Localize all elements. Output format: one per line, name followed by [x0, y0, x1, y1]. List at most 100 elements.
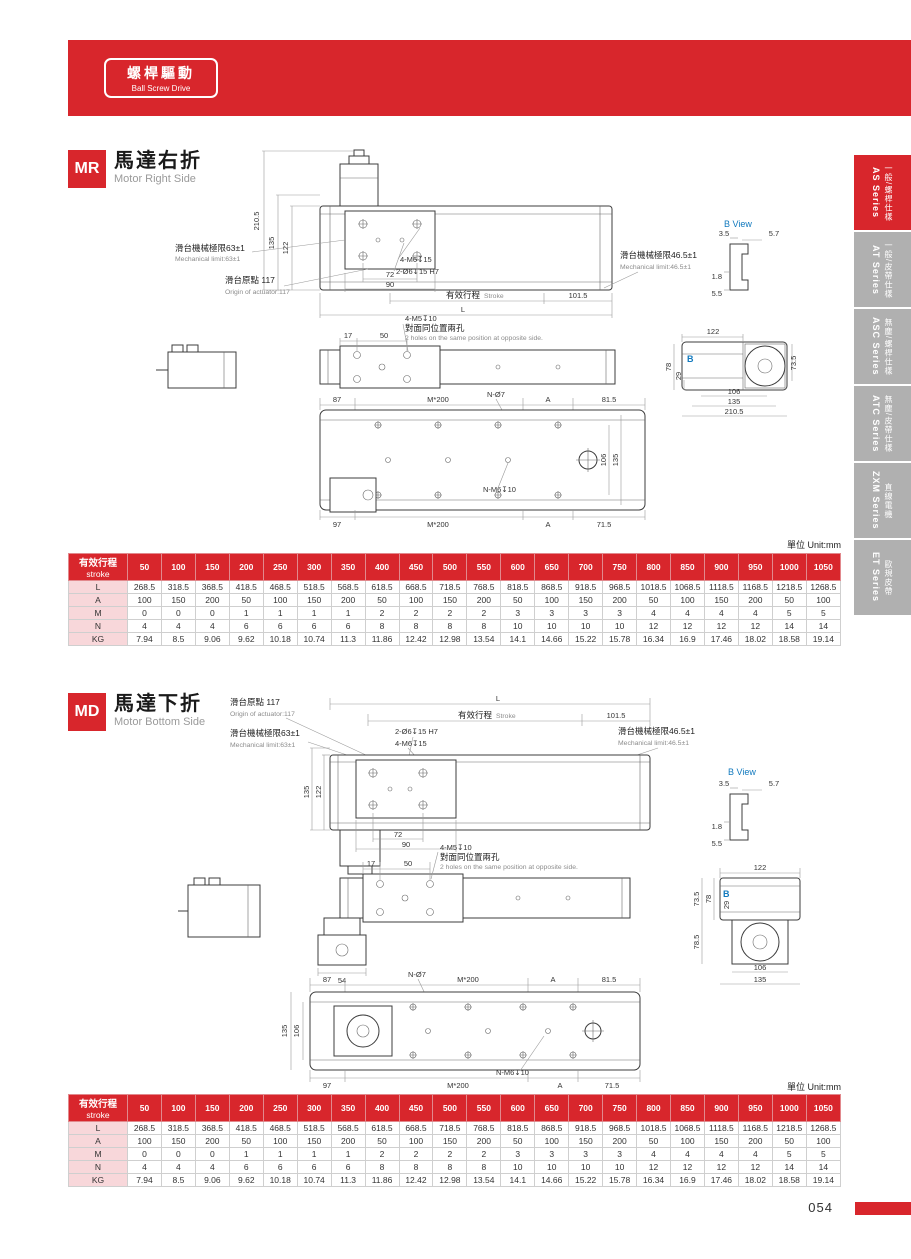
md-dim-135: 135 — [302, 786, 311, 799]
value-cell: 1268.5 — [805, 580, 842, 594]
md-b-dim-5-5: 5.5 — [712, 839, 722, 848]
md-b-dim-3-5: 3.5 — [719, 779, 729, 788]
value-cell: 8 — [466, 619, 502, 633]
stroke-col-header: 250 — [262, 553, 298, 581]
value-cell: 3 — [500, 1147, 536, 1161]
tab-label-en: ATC Series — [871, 394, 881, 453]
sidebar-tab-as-series[interactable]: 一般/螺桿仕樣 AS Series — [854, 155, 911, 230]
value-cell: 16.9 — [670, 1173, 705, 1187]
value-cell: 1268.5 — [805, 1121, 842, 1135]
mr-bv-n-o7: N-Ø7 — [487, 390, 505, 399]
value-cell: 200 — [194, 593, 230, 607]
mr-ev-122: 122 — [707, 327, 720, 336]
mr-ev-73-5: 73.5 — [789, 356, 798, 371]
md-front-view: 135 122 72 90 — [302, 747, 651, 875]
value-cell: 100 — [670, 593, 705, 607]
stroke-col-header: 50 — [127, 553, 162, 581]
value-cell: 2 — [364, 606, 400, 620]
value-cell: 17.46 — [703, 1173, 739, 1187]
value-cell: 918.5 — [568, 580, 604, 594]
value-cell: 4 — [636, 606, 671, 620]
value-cell: 1018.5 — [636, 580, 671, 594]
value-cell: 2 — [432, 1147, 468, 1161]
sidebar-tab-atc-series[interactable]: 無塵/皮帶仕樣 ATC Series — [854, 386, 911, 461]
sidebar-tab-zxm-series[interactable]: 直線電機 ZXM Series — [854, 463, 911, 538]
stroke-col-header: 350 — [330, 553, 366, 581]
value-cell: 16.34 — [636, 632, 671, 646]
row-label-cell: KG — [68, 1173, 128, 1187]
tab-label-zh: 一般/螺桿仕樣 — [884, 163, 893, 222]
value-cell: 8.5 — [160, 632, 196, 646]
value-cell: 468.5 — [262, 580, 298, 594]
value-cell: 10 — [568, 1160, 604, 1174]
row-label-cell: N — [68, 1160, 128, 1174]
mr-ev-29: 29 — [674, 372, 683, 380]
md-bv-81-5: 81.5 — [602, 975, 617, 984]
sidebar-tab-asc-series[interactable]: 無塵/螺桿仕樣 ASC Series — [854, 309, 911, 384]
stroke-col-header: 600 — [500, 1094, 536, 1122]
value-cell: 150 — [432, 1134, 468, 1148]
value-cell: 18.02 — [737, 1173, 773, 1187]
md-origin-en: Origin of actuator:117 — [230, 711, 295, 718]
md-dim-122: 122 — [314, 786, 323, 799]
sidebar-tab-at-series[interactable]: 一般/皮帶仕樣 AT Series — [854, 232, 911, 307]
value-cell: 3 — [500, 606, 536, 620]
stroke-col-header: 1050 — [805, 553, 842, 581]
value-cell: 10 — [568, 619, 604, 633]
row-label-cell: A — [68, 1134, 128, 1148]
md-holes-m5: 4-M5↧10 — [440, 843, 472, 852]
sidebar-tab-et-series[interactable]: 歐規皮帶 ET Series — [854, 540, 911, 615]
value-cell: 368.5 — [194, 1121, 230, 1135]
stroke-col-header: 400 — [364, 553, 400, 581]
md-bv-m200-bottom: M*200 — [447, 1081, 469, 1090]
value-cell: 1168.5 — [737, 580, 773, 594]
md-title-en: Motor Bottom Side — [114, 716, 206, 728]
mr-bottom-view: 87 M*200 N-Ø7 A 81.5 — [319, 390, 646, 529]
mr-mech-limit-63-en: Mechanical limit:63±1 — [175, 256, 241, 263]
value-cell: 10.74 — [296, 632, 332, 646]
stroke-col-header: 1000 — [771, 1094, 807, 1122]
value-cell: 568.5 — [330, 580, 366, 594]
mr-origin-en: Origin of actuator:117 — [225, 289, 290, 296]
value-cell: 468.5 — [262, 1121, 298, 1135]
tab-label-zh: 直線電機 — [884, 482, 893, 519]
value-cell: 268.5 — [127, 580, 162, 594]
value-cell: 2 — [466, 1147, 502, 1161]
md-technical-drawing: 滑台原點 117 Origin of actuator:117 L 有效行程 S… — [178, 694, 801, 1090]
value-cell: 2 — [364, 1147, 400, 1161]
stroke-col-header: 150 — [194, 553, 230, 581]
value-cell: 8 — [432, 1160, 468, 1174]
mr-motor-top-view — [156, 344, 237, 389]
mr-b-dim-3-5: 3.5 — [719, 229, 729, 238]
row-label-cell: L — [68, 1121, 128, 1135]
badge-title-en: Ball Screw Drive — [131, 84, 191, 93]
value-cell: 200 — [330, 1134, 366, 1148]
stroke-col-header: 850 — [670, 553, 705, 581]
value-cell: 818.5 — [500, 1121, 536, 1135]
md-b-view: B View 3.5 5.7 1.8 5.5 — [712, 767, 780, 848]
value-cell: 100 — [262, 593, 298, 607]
value-cell: 100 — [127, 593, 162, 607]
value-cell: 200 — [330, 593, 366, 607]
md-dim-50: 50 — [404, 859, 412, 868]
value-cell: 2 — [398, 606, 434, 620]
mr-dim-50: 50 — [380, 331, 388, 340]
value-cell: 618.5 — [364, 1121, 400, 1135]
mr-bv-81-5: 81.5 — [602, 395, 617, 404]
md-title-zh: 馬達下折 — [114, 693, 202, 715]
mr-holes-o6: 2-Ø6↧15 H7 — [396, 267, 439, 276]
value-cell: 1 — [228, 1147, 264, 1161]
value-cell: 50 — [636, 593, 671, 607]
md-origin-zh: 滑台原點 117 — [230, 697, 280, 707]
value-cell: 14 — [805, 619, 842, 633]
stroke-col-header: 550 — [466, 1094, 502, 1122]
value-cell: 14 — [771, 1160, 807, 1174]
value-cell: 12 — [703, 1160, 739, 1174]
mr-mech-limit-63-zh: 滑台機械極限63±1 — [175, 243, 245, 253]
